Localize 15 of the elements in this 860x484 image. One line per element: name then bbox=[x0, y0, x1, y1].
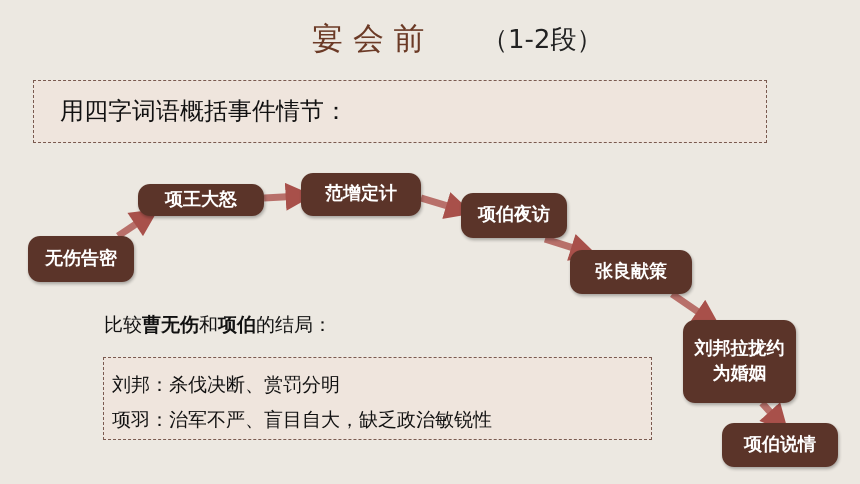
prompt-text: 比较曹无伤和项伯的结局： bbox=[104, 313, 332, 338]
comparison-box bbox=[103, 357, 652, 440]
event-box: 张良献策 bbox=[570, 250, 692, 294]
title: 宴 会 前 bbox=[312, 20, 425, 59]
comparison-text: 项羽：治军不严、盲目自大，缺乏政治敏锐性 bbox=[112, 408, 492, 433]
event-box: 项伯说情 bbox=[722, 423, 838, 467]
comparison-text: 刘邦：杀伐决断、赏罚分明 bbox=[112, 373, 340, 398]
event-box: 刘邦拉拢约为婚姻 bbox=[683, 320, 796, 403]
event-box: 项伯夜访 bbox=[461, 193, 567, 238]
event-box: 项王大怒 bbox=[138, 184, 264, 216]
event-box: 范增定计 bbox=[301, 173, 421, 216]
instruction-box bbox=[33, 80, 767, 143]
instruction-text: 用四字词语概括事件情节： bbox=[60, 96, 348, 127]
section-note: （1-2段） bbox=[482, 24, 602, 57]
event-box: 无伤告密 bbox=[28, 236, 134, 282]
